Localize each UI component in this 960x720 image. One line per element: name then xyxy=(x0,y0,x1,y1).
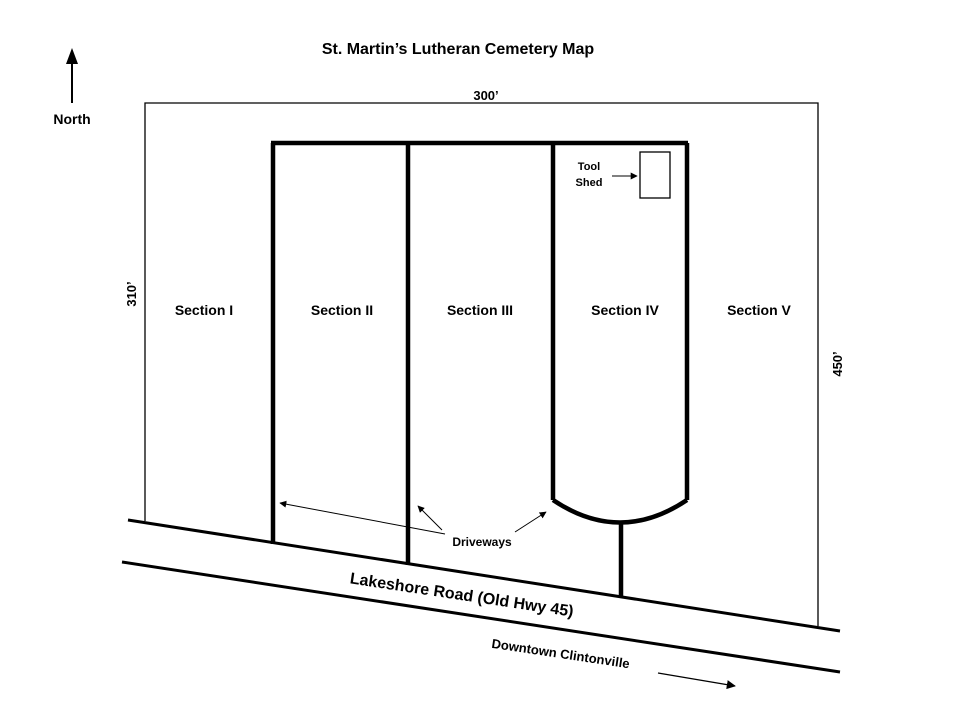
road-edge-south xyxy=(121,560,841,674)
north-arrow-icon xyxy=(66,48,78,103)
driveways-label: Driveways xyxy=(452,535,512,549)
direction-arrow-icon xyxy=(657,672,736,690)
north-label: North xyxy=(53,111,90,127)
dimension-right: 450’ xyxy=(830,351,845,376)
direction-label: Downtown Clintonville xyxy=(491,636,631,671)
tool-shed-label-line1: Tool xyxy=(578,161,600,173)
section-label-3: Section III xyxy=(447,302,513,318)
section-label-5: Section V xyxy=(727,302,791,318)
road-edge-north xyxy=(127,518,841,633)
tool-shed xyxy=(639,151,671,199)
driveways xyxy=(270,140,690,597)
dimension-top: 300’ xyxy=(473,88,498,103)
map-title: St. Martin’s Lutheran Cemetery Map xyxy=(322,41,595,58)
dimension-left: 310’ xyxy=(124,281,139,306)
tool-shed-label-line2: Shed xyxy=(576,177,603,189)
section-label-1: Section I xyxy=(175,302,233,318)
section-label-4: Section IV xyxy=(591,302,659,318)
section-label-2: Section II xyxy=(311,302,373,318)
driveway-pointer-arrows xyxy=(279,500,547,535)
property-boundary xyxy=(144,102,819,626)
